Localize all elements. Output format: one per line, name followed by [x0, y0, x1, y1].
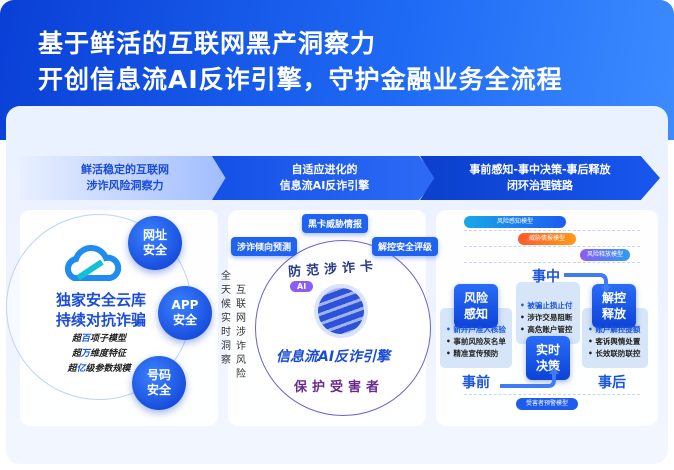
engine-name: 信息流AI反诈引擎 [276, 349, 391, 365]
grid-line [464, 262, 640, 263]
headline-line1: 基于鲜活的互联网黑产洞察力 [38, 29, 377, 58]
stage-title: 自适应进化的 [291, 163, 358, 176]
stage-title: 事前感知-事中决策-事后释放 [469, 163, 611, 176]
stage-title: 鲜活稳定的互联网 [81, 163, 169, 176]
url-security-bubble: 网址安全 [128, 216, 182, 270]
phase-before: 事前 [462, 375, 490, 391]
phase-after: 事后 [598, 375, 626, 391]
after-items: • 账户解控提额• 客诉舆情处置• 长效联防联控 [588, 325, 641, 358]
during-box [516, 282, 580, 344]
globe-icon [318, 288, 364, 334]
grid-line [464, 246, 640, 247]
cloud-logo-icon [64, 245, 122, 281]
phase-during: 事中 [532, 269, 560, 285]
during-items: • 被骗止损止付• 涉诈交易阻断• 高危账户管控 [520, 301, 573, 334]
stage-arrow-1: 鲜活稳定的互联网涉诈风险洞察力 [20, 156, 230, 200]
stage-arrow-3: 事前感知-事中决策-事后释放闭环治理链路 [420, 156, 660, 200]
stage-title: 涉诈风险洞察力 [86, 179, 164, 192]
tag-tendency: 涉诈倾向预测 [231, 237, 298, 256]
model-pill-threat-intel: 威胁情报模型 [518, 233, 576, 245]
ai-badge: AI [290, 281, 314, 292]
side-text-right: 互联网涉诈风险 [236, 285, 246, 380]
stage-arrow-2: 自适应进化的信息流AI反诈引擎 [212, 156, 437, 200]
phone-security-bubble: 号码安全 [132, 356, 186, 410]
headline-line2: 开创信息流AI反诈引擎，守护金融业务全流程 [38, 65, 563, 94]
block-risk-perception: 风险感知 [454, 284, 498, 328]
block-release: 解控释放 [592, 284, 636, 328]
before-items: • 新开户准入核验• 事前风险灰名单• 精准宣传预防 [446, 325, 506, 358]
side-text-left: 全天候实时洞察 [221, 271, 231, 366]
grid-line [464, 394, 640, 395]
model-pill-risk-release: 风险释放模型 [580, 249, 630, 261]
stage-title: 信息流AI反诈引擎 [279, 179, 370, 192]
block-realtime-decision: 实时决策 [526, 336, 570, 380]
stage-title: 闭环治理链路 [507, 179, 573, 192]
arc-bottom-text: 保护受害者 [294, 380, 385, 395]
grid-line [464, 230, 640, 231]
tag-release-rating: 解控安全评级 [372, 237, 439, 256]
tag-black-card: 黑卡威胁情报 [302, 214, 369, 233]
model-pill-risk-perception: 风险感知模型 [464, 216, 566, 228]
cloud-title: 独家安全云库持续对抗诈骗 [55, 291, 146, 329]
cloud-stats: 超百项子模型 超万维度特征 超亿级参数规模 [67, 334, 131, 374]
flow-arrows-icon [500, 273, 611, 388]
model-pill-victim-warning: 受害者预警模型 [516, 398, 578, 410]
